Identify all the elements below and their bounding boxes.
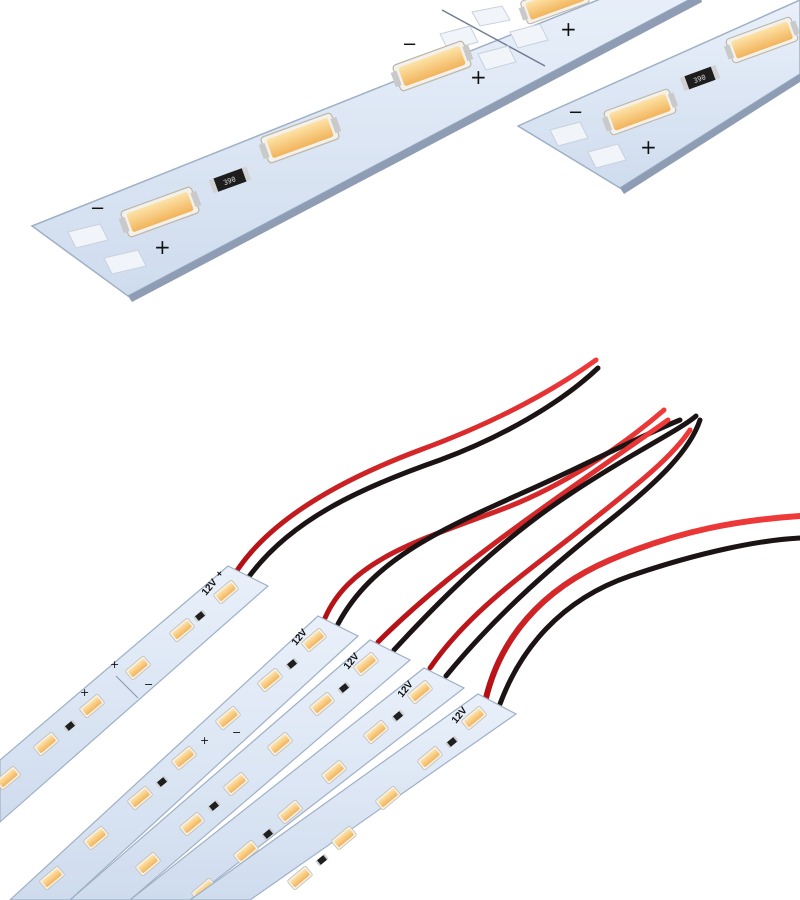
- resistor: 390: [208, 166, 252, 194]
- cut-line: [115, 675, 139, 699]
- black-wire: [391, 413, 699, 653]
- top-closeup-strip-main: − + − + + 390: [30, 0, 702, 302]
- black-wire: [245, 365, 601, 581]
- resistor-code: 390: [692, 73, 707, 85]
- solder-pads-cut: [439, 5, 549, 71]
- red-wire: [427, 427, 693, 671]
- black-wire: [443, 417, 703, 679]
- cut-line: [441, 9, 546, 67]
- red-wire: [483, 513, 800, 701]
- plus-sign: +: [640, 135, 657, 159]
- minus-sign: −: [144, 678, 153, 691]
- minus-sign: −: [90, 198, 105, 219]
- plus-sign: +: [154, 235, 171, 259]
- red-wire: [322, 407, 667, 621]
- plus-sign: +: [80, 686, 89, 699]
- black-wire: [335, 417, 683, 627]
- top-closeup-strip-right: − + 390: [516, 0, 800, 194]
- red-wire: [233, 357, 599, 575]
- minus-sign: −: [402, 34, 417, 55]
- plus-sign: +: [110, 658, 119, 671]
- solder-pads-left: [67, 223, 147, 275]
- resistor-code: 390: [222, 175, 237, 187]
- plus-sign: +: [200, 734, 209, 747]
- plus-label: +: [214, 568, 226, 580]
- led-strip-5: 12V: [188, 693, 518, 900]
- red-wire: [375, 417, 671, 645]
- resistor: 390: [679, 64, 721, 92]
- black-wire: [497, 535, 800, 707]
- plus-sign: +: [560, 17, 577, 41]
- plus-sign: +: [470, 65, 487, 89]
- minus-sign: −: [568, 102, 583, 123]
- resistor: [315, 853, 329, 867]
- wire-pairs: [233, 357, 800, 707]
- minus-sign: −: [232, 726, 241, 739]
